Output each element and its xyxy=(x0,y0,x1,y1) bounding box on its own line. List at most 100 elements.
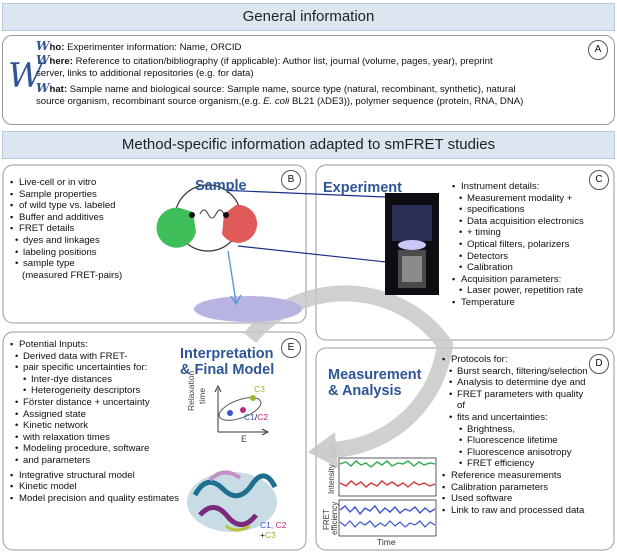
state-c3-label: C3 xyxy=(254,384,265,394)
interp-sub-1b: pair specific uncertainties for: xyxy=(23,362,148,374)
experiment-acquisition: Acquisition parameters: xyxy=(452,274,592,286)
general-information-banner: General information xyxy=(2,3,615,31)
sample-item-4: FRET details xyxy=(10,223,150,235)
green-dye-protein xyxy=(156,207,196,248)
interpretation-title-2: & Final Model xyxy=(180,362,275,378)
legend-c1: C1, xyxy=(260,520,276,530)
interp-sub-5b-row: and parameters xyxy=(14,455,180,467)
meas-subsub-2: Fluorescence lifetime xyxy=(458,435,592,447)
meas-sub-2c: fits and uncertainties: xyxy=(457,411,548,423)
experiment-inst-sub-2b-row: + timing xyxy=(458,227,592,239)
protein-helix-purple xyxy=(198,505,258,527)
panel-c-badge: C xyxy=(589,170,609,190)
where-cap: W xyxy=(36,53,50,67)
state-c3-dot xyxy=(250,395,256,401)
interp-sub-4b-row: with relaxation times xyxy=(14,432,180,444)
where-line: Where: Reference to citation/bibliograph… xyxy=(36,53,493,68)
meas-subsub-4: FRET efficiency xyxy=(458,458,592,470)
meas-protocols: Protocols for: xyxy=(442,354,592,366)
what-text-2c: BL21 (λDE3)), polymer sequence (protein,… xyxy=(289,96,524,107)
meas-subsub-3: Fluorescence anisotropy xyxy=(458,447,592,459)
red-dye-protein xyxy=(222,204,258,243)
where-text-2: server, links to additional repositories… xyxy=(36,68,254,79)
acceptor-dye xyxy=(223,212,229,218)
state-slash: / xyxy=(254,412,258,422)
measurement-list: Protocols for: Burst search, filtering/s… xyxy=(442,354,592,516)
sample-item-2: Sample properties xyxy=(10,189,150,201)
protein-helix-pink xyxy=(208,470,242,482)
panel-a-badge: A xyxy=(588,40,608,60)
experiment-title: Experiment xyxy=(323,180,402,196)
who-label: ho: xyxy=(49,42,65,53)
protein-legend-line-1: C1, C2 xyxy=(260,520,286,530)
where-label: here: xyxy=(49,56,73,67)
meas-sub-2c-row: fits and uncertainties: xyxy=(448,412,592,424)
interp-sub-1b-row: pair specific uncertainties for: xyxy=(14,362,180,374)
interp-sub-1: Derived data with FRET- xyxy=(14,351,180,363)
legend-plus: + xyxy=(260,530,265,540)
who-line: Who: Experimenter information: Name, ORC… xyxy=(36,39,241,54)
intensity-trace-green xyxy=(339,460,436,468)
sample-list: Live-cell or in vitro Sample properties … xyxy=(10,177,150,281)
relax-plot-x-arrow xyxy=(261,428,270,436)
experiment-instrument: Instrument details: xyxy=(452,181,592,193)
meas-sub-2b: FRET parameters with quality of xyxy=(457,388,584,412)
experiment-inst-sub-1b-row: specifications xyxy=(458,204,592,216)
meas-item-1: Reference measurements xyxy=(442,470,592,482)
intensity-trace-frame xyxy=(338,457,437,497)
interp-subsub-2: Heterogeneity descriptors xyxy=(22,385,180,397)
general-information-title: General information xyxy=(242,8,375,25)
experiment-acq-sub-1: Laser power, repetition rate xyxy=(458,285,592,297)
relax-xlabel: E xyxy=(241,434,248,444)
relax-ylabel-2: time xyxy=(197,387,207,404)
relax-plot-y-arrow xyxy=(214,384,222,393)
sample-sub-1: dyes and linkages xyxy=(14,235,150,247)
instrument-objective-ring xyxy=(402,256,422,282)
sample-pointer-arrow xyxy=(230,294,242,306)
meas-sub-1: Burst search, filtering/selection xyxy=(448,366,592,378)
measurement-title-2: & Analysis xyxy=(328,383,402,399)
legend-c2: C2 xyxy=(275,520,287,530)
meas-subsub-1: Brightness, xyxy=(458,424,592,436)
sample-sub-3b: (measured FRET-pairs) xyxy=(22,269,123,281)
cycle-arrow-head xyxy=(308,432,338,468)
intensity-label: Intensity xyxy=(327,464,336,494)
meas-sub-2b-row: FRET parameters with quality of xyxy=(448,389,592,412)
meas-item-2: Calibration parameters xyxy=(442,482,592,494)
sample-item-1: Live-cell or in vitro xyxy=(10,177,150,189)
what-cap: W xyxy=(36,81,50,95)
experiment-inst-sub-1: Measurement modality + xyxy=(458,193,592,205)
who-cap: W xyxy=(36,39,50,53)
protein-legend: C1, C2 +C3 xyxy=(260,520,286,540)
method-specific-title: Method-specific information adapted to s… xyxy=(121,136,496,153)
legend-c3: C3 xyxy=(264,530,276,540)
method-specific-banner: Method-specific information adapted to s… xyxy=(2,131,615,159)
what-text-2a: source organism, recombinant source orga… xyxy=(36,96,264,107)
sample-pointer-line xyxy=(227,250,237,303)
where-line-2: server, links to additional repositories… xyxy=(36,68,254,80)
what-text-2b: E. coli xyxy=(263,96,290,107)
what-line-2: source organism, recombinant source orga… xyxy=(36,96,523,108)
interpretation-title-1: Interpretation xyxy=(180,346,274,362)
where-text-1: Reference to citation/bibliography (if a… xyxy=(72,56,493,67)
linker-helix xyxy=(199,209,225,219)
sample-item-2b-text: of wild type vs. labeled xyxy=(19,200,116,212)
state-c1-label: C1 xyxy=(244,412,255,422)
interp-potential: Potential Inputs: xyxy=(10,339,180,351)
protein-legend-line-2: +C3 xyxy=(260,530,286,540)
time-label: Time xyxy=(377,537,396,547)
state-c1-dot xyxy=(227,410,233,416)
interpretation-list: Potential Inputs: Derived data with FRET… xyxy=(10,339,180,504)
panel-e-badge: E xyxy=(281,338,301,358)
zoom-line-top xyxy=(217,189,386,198)
panel-a-general: A xyxy=(2,35,615,125)
experiment-inst-sub-4: Detectors xyxy=(458,251,592,263)
sample-item-2b: of wild type vs. labeled xyxy=(10,200,150,212)
what-text-1: Sample name and biological source: Sampl… xyxy=(67,84,516,95)
cycle-arrow-arc xyxy=(243,285,454,458)
instrument-laser-glow xyxy=(398,240,426,250)
panel-b-badge: B xyxy=(281,170,301,190)
interp-sub-4: Kinetic network xyxy=(14,420,180,432)
big-w-logo: W xyxy=(8,56,43,96)
zoom-line-bottom xyxy=(237,245,387,263)
